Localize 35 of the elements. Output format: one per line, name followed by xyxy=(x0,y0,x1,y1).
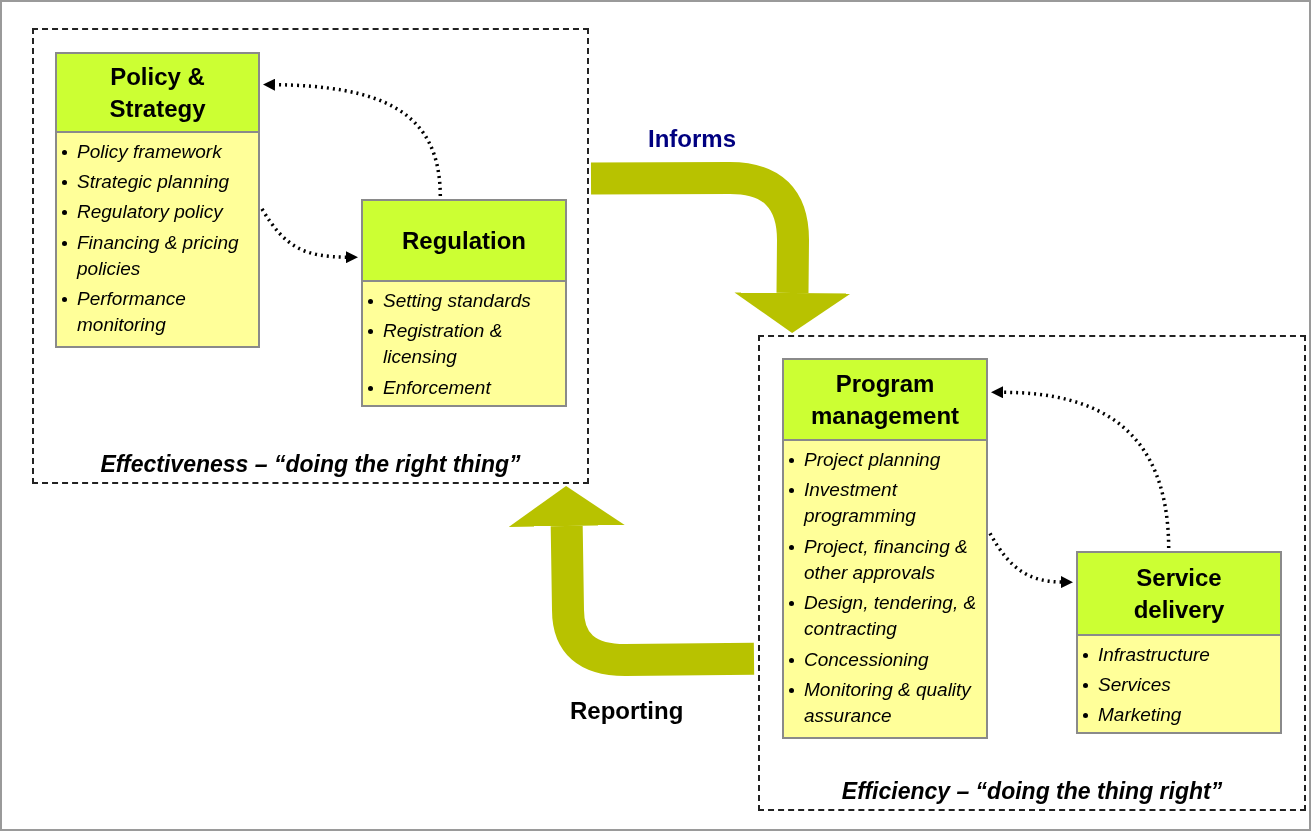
dashed-group-frame xyxy=(758,335,1306,811)
bullet-text: Performance monitoring xyxy=(77,288,186,336)
bullet-text: Strategic planning xyxy=(77,171,230,193)
bullet-text: Setting standards xyxy=(383,290,531,311)
bullet-text: Registration & licensing xyxy=(383,320,503,368)
bullet-text: Monitoring & quality assurance xyxy=(804,678,971,726)
group-label: Effectiveness – “doing the right thing” xyxy=(99,451,522,478)
bullet-text: Services xyxy=(1098,674,1171,696)
bullet-text: Enforcement xyxy=(383,376,491,398)
card-heading: Service delivery xyxy=(1078,553,1280,636)
card-heading: Regulation xyxy=(363,201,565,282)
bullet-text: Financing & pricing policies xyxy=(77,231,239,279)
bullet-text: Concessioning xyxy=(804,648,929,670)
bullet-text: Project, financing & other approvals xyxy=(804,535,968,583)
dashed-group-frame xyxy=(32,28,589,484)
function-card xyxy=(361,199,567,407)
curved-block-arrow xyxy=(590,162,851,333)
dotted-arrow xyxy=(260,207,358,264)
group-label: Efficiency – “doing the thing right” xyxy=(840,778,1224,805)
bullet-text: Policy framework xyxy=(77,141,222,162)
card-heading: Policy & Strategy xyxy=(57,54,258,133)
bullet-text: Investment programming xyxy=(804,479,916,527)
curved-block-arrow xyxy=(508,486,755,676)
function-card xyxy=(1076,551,1282,734)
dotted-arrow xyxy=(988,532,1073,589)
function-card xyxy=(55,52,260,348)
dotted-arrow xyxy=(263,78,443,197)
bullet-text: Regulatory policy xyxy=(77,201,223,223)
card-heading: Program management xyxy=(784,360,986,441)
bullet-text: Project planning xyxy=(804,449,941,470)
function-card xyxy=(782,358,988,739)
bullet-text: Design, tendering, & contracting xyxy=(804,592,977,640)
bullet-text: Marketing xyxy=(1098,704,1182,726)
dotted-arrow xyxy=(991,386,1171,549)
bullet-text: Infrastructure xyxy=(1098,644,1210,665)
